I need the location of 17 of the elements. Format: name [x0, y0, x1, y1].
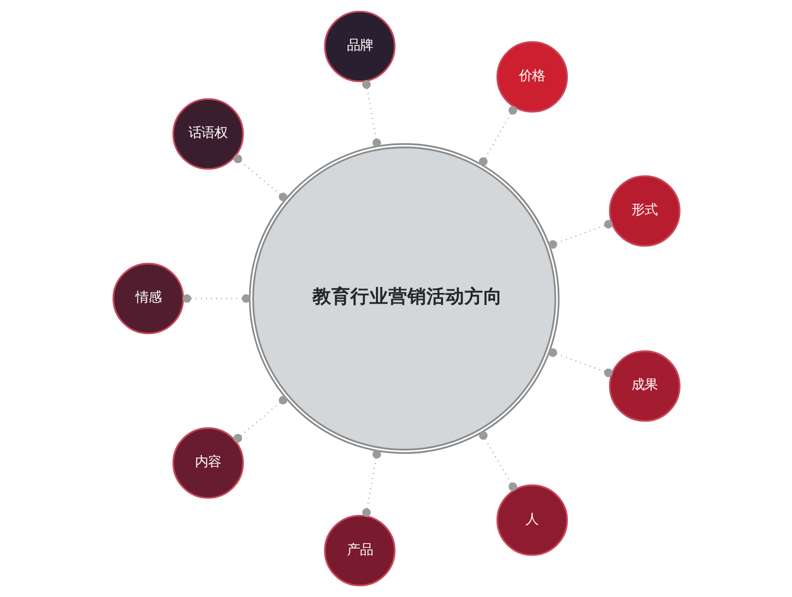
node-circle: 教育行业营销活动方向 — [248, 143, 560, 454]
connector — [478, 431, 517, 491]
node-circle: 品牌 — [324, 10, 396, 82]
node-circle: 成果 — [608, 350, 680, 422]
connector — [548, 220, 612, 249]
connector — [233, 396, 287, 442]
node-circle: 形式 — [608, 175, 680, 247]
node-circle: 人 — [496, 484, 568, 556]
connector — [548, 348, 612, 378]
connector — [362, 80, 381, 148]
connector — [233, 154, 287, 202]
connector — [182, 294, 250, 303]
node-circle: 价格 — [496, 41, 568, 113]
node-circle: 产品 — [324, 514, 396, 586]
node-circle: 情感 — [112, 262, 184, 334]
connector — [478, 106, 517, 166]
connector — [362, 450, 381, 517]
